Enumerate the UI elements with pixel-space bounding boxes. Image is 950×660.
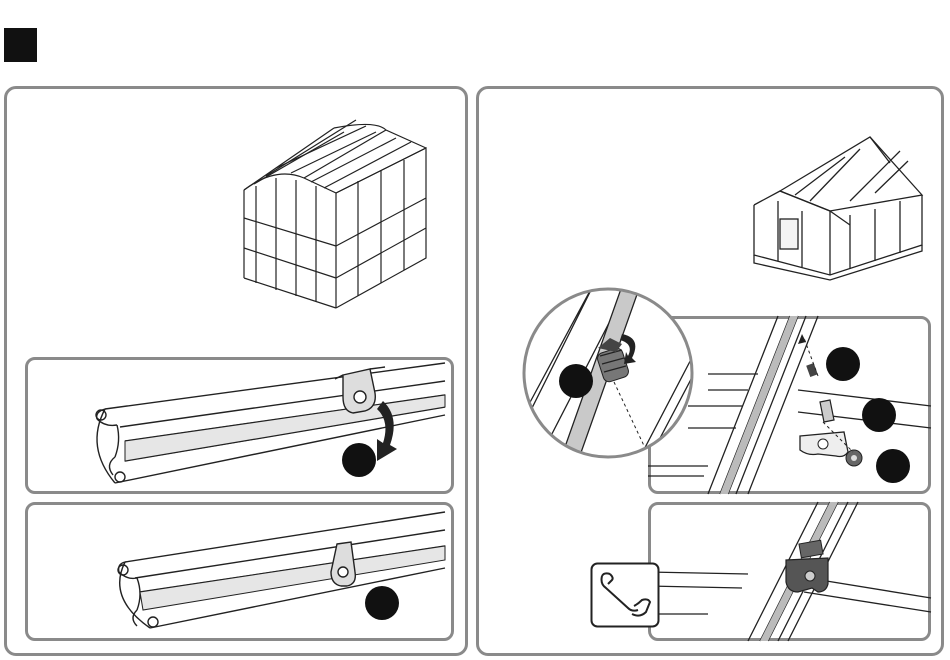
bolt-magnifier — [518, 286, 698, 461]
step-marker — [4, 28, 37, 62]
rotate-callout — [342, 443, 376, 477]
greenhouse-icon — [750, 135, 926, 280]
profile-rotate-drawing — [25, 357, 454, 494]
nut-icon — [846, 450, 862, 466]
greenhouse-frame-icon — [236, 118, 436, 318]
bolt-callout — [826, 347, 860, 381]
profile-seated-drawing — [25, 502, 454, 641]
magnifier-callout — [559, 364, 593, 398]
wrench-tool-box — [590, 562, 660, 628]
seated-callout — [365, 586, 399, 620]
tightened-assembly-drawing — [648, 502, 931, 641]
clip-callout — [862, 398, 896, 432]
nut-callout — [876, 449, 910, 483]
profile-clip-icon — [331, 542, 355, 586]
